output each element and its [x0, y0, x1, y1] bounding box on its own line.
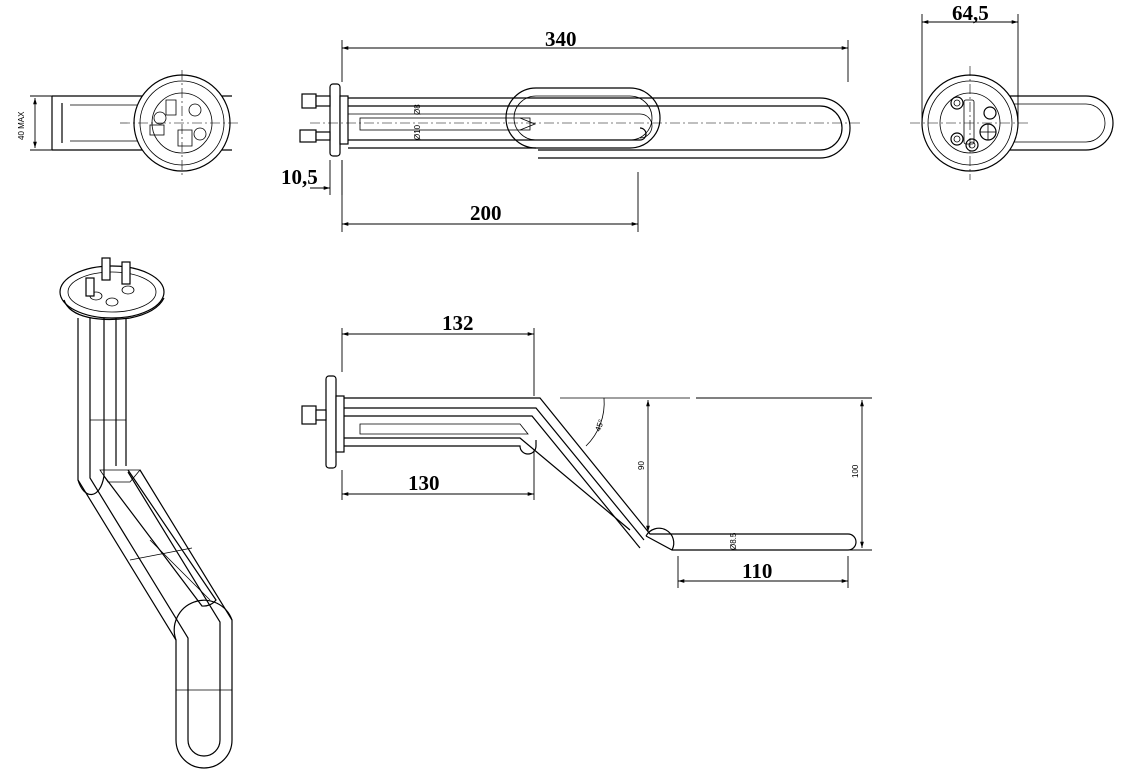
- side-view-top: Ø10 Ø8 340 200 10,5: [281, 27, 860, 232]
- end-view-left: 40 MAX: [17, 70, 240, 178]
- bent-side-view: 45° 90 100 Ø8.5 132 130 110: [301, 311, 872, 588]
- dim-130-label: 130: [408, 471, 440, 495]
- dim-90-label: 90: [637, 461, 646, 470]
- angle-45-label: 45°: [593, 418, 606, 432]
- dim-200-label: 200: [470, 201, 502, 225]
- dim-110-label: 110: [742, 559, 772, 583]
- dia8-5-label: Ø8.5: [729, 532, 738, 550]
- dia8-label: Ø8: [413, 104, 422, 115]
- dim-10-5-label: 10,5: [281, 165, 318, 189]
- dim-40-max-label: 40 MAX: [17, 111, 26, 140]
- dim-340-label: 340: [545, 27, 577, 51]
- isometric-view: [59, 257, 233, 769]
- dim-64-5-label: 64,5: [952, 1, 989, 25]
- end-view-right: 64,5: [910, 1, 1114, 180]
- dim-132-label: 132: [442, 311, 474, 335]
- dia10-label: Ø10: [413, 124, 422, 140]
- dim-100-label: 100: [851, 464, 860, 478]
